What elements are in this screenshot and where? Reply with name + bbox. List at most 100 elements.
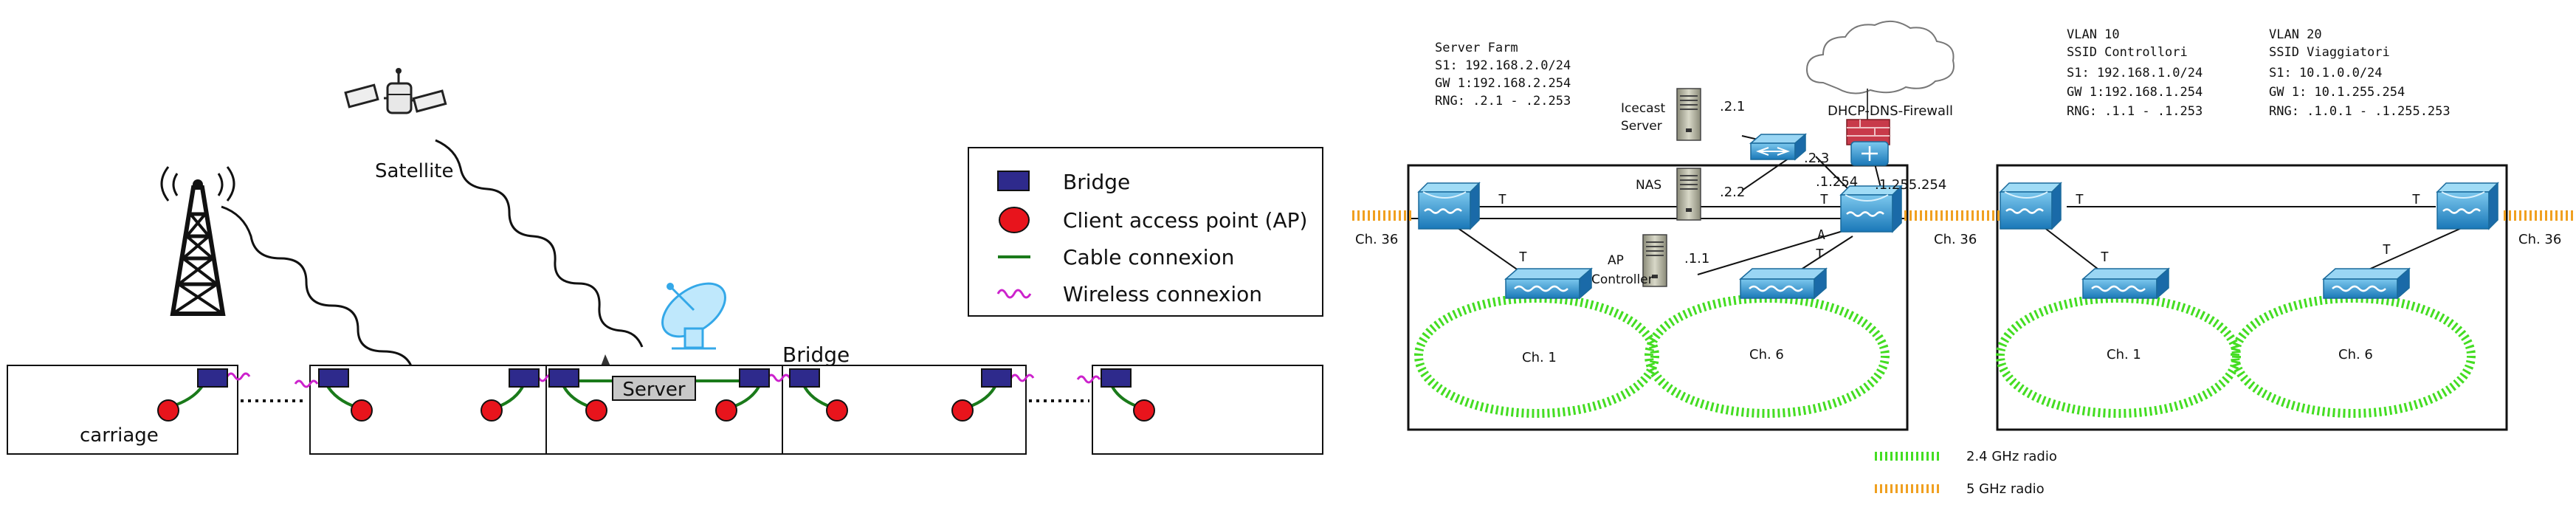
legend-wireless-text: Wireless connexion	[1063, 282, 1262, 306]
legend-5ghz-text: 5 GHz radio	[1966, 481, 2045, 497]
cell-tower-icon	[160, 166, 235, 316]
trunk-label: T	[2412, 192, 2420, 207]
icecast-server-icon	[1676, 88, 1701, 141]
wifi-network-diagram: Server Farm S1: 192.168.2.0/24 GW 1:192.…	[1352, 20, 2576, 497]
bridge-icon	[739, 368, 770, 388]
ap-icon	[826, 399, 848, 422]
channel-36-label: Ch. 36	[1934, 232, 1977, 247]
ap-icon	[585, 399, 607, 422]
carriage-2	[309, 365, 547, 455]
channel-1-label: Ch. 1	[1522, 350, 1557, 365]
wireless-link	[226, 372, 251, 381]
nas-label: NAS	[1636, 178, 1661, 193]
ap-controller-ip: .1.1	[1684, 251, 1709, 266]
server-farm-subnet: S1: 192.168.2.0/24	[1435, 58, 1571, 73]
nas-server-icon	[1676, 168, 1701, 221]
ap-icon	[715, 399, 737, 422]
firewall-router-icon	[1846, 119, 1890, 166]
trunk-label: T	[1820, 192, 1828, 207]
ap-switch-icon	[2436, 182, 2499, 230]
router-ip: .2.3	[1804, 151, 1829, 166]
tower-link-wave	[221, 205, 444, 397]
server-label: Server	[622, 379, 686, 401]
bridge-label: Bridge	[782, 343, 850, 367]
nas-ip: .2.2	[1720, 185, 1745, 200]
vlan-box-right	[1996, 164, 2508, 431]
access-switch-icon	[2322, 267, 2411, 300]
gateway-ip-vlan10: .1.254	[1816, 174, 1858, 190]
icecast-label-line2: Server	[1621, 119, 1662, 134]
wireless-link	[1076, 375, 1101, 384]
ap-icon	[157, 399, 179, 422]
server-farm-gateway: GW 1:192.168.2.254	[1435, 76, 1571, 91]
vlan20-subnet: S1: 10.1.0.0/24	[2269, 66, 2383, 80]
legend-bridge-text: Bridge	[1063, 170, 1130, 194]
core-switch-icon	[1749, 133, 1808, 161]
satellite-icon	[344, 68, 447, 114]
bridge-icon	[318, 368, 349, 388]
trunk-label: T	[1519, 250, 1527, 265]
left-legend: Bridge Client access point (AP) Cable co…	[968, 147, 1323, 317]
bridge-icon	[197, 368, 228, 388]
ap-controller-label-line1: AP	[1608, 253, 1624, 268]
cloud-icon	[1805, 20, 1955, 94]
ap-switch-icon	[1417, 182, 1481, 230]
vlan10-range: RNG: .1.1 - .1.253	[2067, 104, 2203, 119]
legend-ap-swatch	[999, 207, 1030, 233]
trunk-link	[1697, 230, 1846, 275]
access-switch-icon	[2081, 267, 2170, 300]
ap-controller-label-line2: Controller	[1591, 272, 1653, 287]
vlan20-gateway: GW 1: 10.1.255.254	[2269, 85, 2405, 100]
gateway-ip-vlan20: .1.255.254	[1875, 177, 1946, 193]
satellite-dish-icon	[661, 282, 726, 350]
vlan10-gateway: GW 1:192.168.1.254	[2067, 85, 2203, 100]
radio-24ghz-cell	[1414, 294, 1659, 418]
channel-6-label: Ch. 6	[2338, 347, 2373, 362]
vlan-box-left	[1407, 164, 1909, 431]
vlan10-subnet: S1: 192.168.1.0/24	[2067, 66, 2203, 80]
access-switch-icon	[1504, 267, 1593, 300]
channel-36-label: Ch. 36	[2518, 232, 2561, 247]
trunk-label: T	[1498, 192, 1506, 207]
trunk-label: T	[2076, 192, 2084, 207]
trunk-label: T	[1816, 247, 1824, 262]
wireless-link	[294, 379, 319, 388]
legend-cable-text: Cable connexion	[1063, 245, 1234, 269]
legend-ap-text: Client access point (AP)	[1063, 208, 1307, 233]
access-label: A	[1817, 227, 1825, 243]
trunk-label: T	[2383, 242, 2391, 258]
radio-24ghz-cell	[2231, 294, 2476, 418]
radio-24ghz-cell	[1645, 294, 1890, 418]
access-switch-icon	[1739, 267, 1828, 300]
channel-6-label: Ch. 6	[1749, 347, 1784, 362]
legend-24ghz-text: 2.4 GHz radio	[1966, 449, 2057, 464]
vlan20-range: RNG: .1.0.1 - .1.255.253	[2269, 104, 2451, 119]
ap-icon	[481, 399, 503, 422]
legend-wireless-swatch	[996, 289, 1032, 299]
satellite-label: Satellite	[375, 160, 454, 182]
radio-24ghz-cell	[1996, 294, 2241, 418]
legend-bridge-swatch	[997, 171, 1030, 191]
bridge-icon	[981, 368, 1012, 388]
bridge-icon	[1101, 368, 1132, 388]
ap-icon	[351, 399, 373, 422]
server-box	[612, 376, 696, 401]
trunk-label: T	[2101, 250, 2109, 265]
trunk-link	[1815, 156, 1853, 194]
bridge-icon	[509, 368, 540, 388]
bridge-icon	[548, 368, 579, 388]
channel-1-label: Ch. 1	[2107, 347, 2141, 362]
carriage-label: carriage	[80, 424, 159, 447]
icecast-label-line1: Icecast	[1621, 101, 1665, 116]
channel-36-label: Ch. 36	[1355, 232, 1398, 247]
ap-icon	[951, 399, 974, 422]
ap-switch-icon	[1839, 185, 1903, 233]
wireless-link	[1010, 374, 1035, 382]
server-farm-title: Server Farm	[1435, 41, 1518, 55]
trunk-link	[1741, 154, 1794, 191]
vlan20-ssid: SSID Viaggiatori	[2269, 45, 2390, 60]
dhcp-dns-firewall-label: DHCP-DNS-Firewall	[1828, 103, 1953, 119]
bridge-icon	[789, 368, 820, 388]
ap-icon	[1133, 399, 1155, 422]
